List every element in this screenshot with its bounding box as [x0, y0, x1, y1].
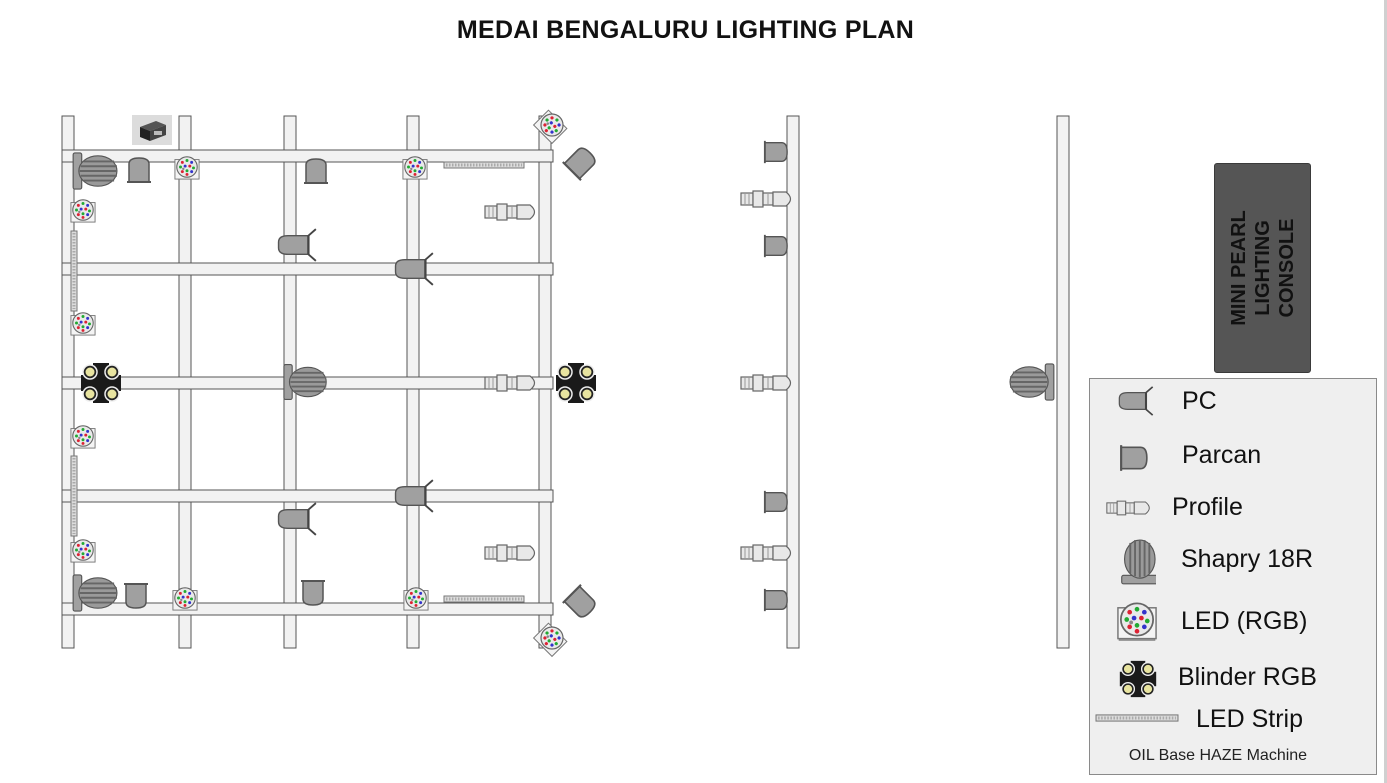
shapry-icon — [1120, 539, 1156, 585]
shapry-icon — [282, 363, 328, 401]
pc-icon — [1118, 385, 1154, 417]
console-label-line: CONSOLE — [1275, 218, 1298, 318]
legend-label: Shapry 18R — [1181, 545, 1314, 573]
blinder-rgb-icon — [555, 362, 597, 404]
parcan-icon — [763, 233, 789, 259]
parcan-icon — [300, 580, 326, 606]
profile-icon — [740, 190, 792, 208]
console-label: MINI PEARL LIGHTING CONSOLE — [1227, 168, 1299, 368]
plan-title: MEDAI BENGALURU LIGHTING PLAN — [456, 16, 915, 44]
legend-label: Blinder RGB — [1178, 663, 1317, 691]
profile-icon — [740, 544, 792, 562]
truss-beam — [61, 489, 554, 503]
profile-icon — [484, 203, 536, 221]
led-rgb-icon — [1117, 602, 1157, 641]
led-rgb-icon — [174, 156, 200, 180]
legend-label: Parcan — [1182, 441, 1262, 469]
profile-icon — [740, 374, 792, 392]
legend-label: PC — [1182, 387, 1217, 415]
haze-machine-icon — [132, 115, 172, 145]
parcan-icon — [763, 489, 789, 515]
parcan-icon — [561, 583, 601, 623]
led-strip-icon — [69, 454, 79, 538]
led-strip-icon — [442, 160, 526, 170]
console-label-line: LIGHTING — [1251, 220, 1274, 316]
profile-icon — [484, 374, 536, 392]
led-rgb-icon — [172, 587, 198, 611]
led-rgb-icon — [70, 425, 96, 449]
parcan-icon — [303, 158, 329, 184]
legend-label: LED Strip — [1196, 705, 1303, 733]
parcan-icon — [763, 587, 789, 613]
blinder-rgb-icon — [1119, 660, 1157, 698]
truss-beam — [61, 262, 554, 276]
led-rgb-icon — [403, 587, 429, 611]
legend-label: LED (RGB) — [1181, 607, 1308, 635]
legend: PC Parcan Profile Shapry 18R LED (RGB) B… — [1089, 378, 1377, 775]
lighting-console: MINI PEARL LIGHTING CONSOLE — [1214, 163, 1311, 373]
led-strip-icon — [442, 594, 526, 604]
parcan-icon — [1120, 444, 1148, 472]
profile-icon — [1106, 500, 1150, 516]
parcan-icon — [126, 157, 152, 183]
led-rgb-icon — [70, 539, 96, 563]
profile-icon — [484, 544, 536, 562]
led-rgb-icon — [70, 199, 96, 223]
parcan-icon — [561, 142, 601, 182]
parcan-icon — [763, 139, 789, 165]
legend-footnote: OIL Base HAZE Machine — [1128, 747, 1308, 764]
parcan-icon — [123, 583, 149, 609]
window-edge — [1384, 0, 1387, 783]
legend-label: Profile — [1172, 493, 1243, 521]
blinder-rgb-icon — [80, 362, 122, 404]
led-rgb-icon — [70, 312, 96, 336]
led-strip-icon — [1095, 713, 1179, 723]
truss-upright — [1056, 115, 1070, 649]
shapry-icon — [1009, 362, 1055, 402]
console-label-line: MINI PEARL — [1227, 210, 1250, 326]
led-strip-icon — [69, 229, 79, 313]
led-rgb-icon — [402, 156, 428, 180]
